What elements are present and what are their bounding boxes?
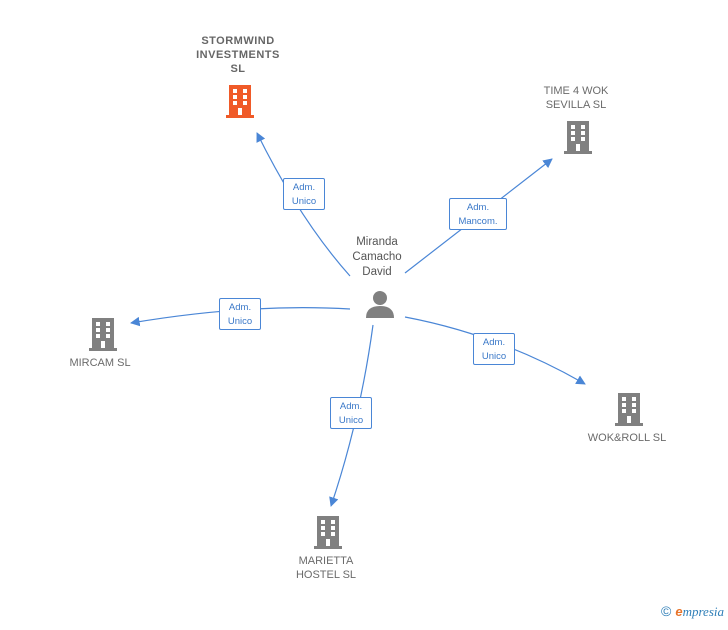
edge-label-line: Adm. xyxy=(482,337,506,348)
edge-label-line: Unico xyxy=(227,316,253,327)
edge-line-stormwind xyxy=(256,132,351,277)
edge-label-line: Unico xyxy=(291,196,317,207)
edge-label-line: Mancom. xyxy=(458,216,498,227)
label-line: MARIETTA xyxy=(298,555,354,567)
brand-e: e xyxy=(675,604,683,619)
building-icon-marietta xyxy=(314,516,342,549)
company-label-mircam[interactable]: MIRCAM SL xyxy=(50,356,150,370)
edge-label-line: Adm. xyxy=(339,401,363,412)
edge-label-line: Adm. xyxy=(292,182,316,193)
company-label-stormwind[interactable]: STORMWIND INVESTMENTS SL xyxy=(178,34,298,76)
label-line: SEVILLA SL xyxy=(545,99,607,111)
label-line: SL xyxy=(230,63,246,75)
label-line: David xyxy=(362,266,392,278)
label-line: Miranda xyxy=(356,236,398,248)
building-icon-time4wok xyxy=(564,121,592,154)
edge-label-time4wok: Adm. Mancom. xyxy=(449,198,507,230)
label-line: WOK&ROLL SL xyxy=(587,432,667,444)
company-label-wokroll[interactable]: WOK&ROLL SL xyxy=(572,431,682,445)
building-icon-stormwind xyxy=(226,85,254,118)
label-line: HOSTEL SL xyxy=(295,569,357,581)
label-line: Camacho xyxy=(352,251,402,263)
building-icon-wokroll xyxy=(615,393,643,426)
company-label-time4wok[interactable]: TIME 4 WOK SEVILLA SL xyxy=(526,84,626,112)
edge-label-stormwind: Adm. Unico xyxy=(283,178,325,210)
edge-label-line: Adm. xyxy=(466,202,490,213)
brand-name: mpresia xyxy=(682,604,724,619)
person-icon xyxy=(366,291,394,318)
person-label[interactable]: Miranda Camacho David xyxy=(337,235,417,280)
copyright-icon: © xyxy=(661,603,672,619)
edge-label-line: Adm. xyxy=(228,302,252,313)
edge-label-line: Unico xyxy=(338,415,364,426)
label-line: INVESTMENTS xyxy=(196,49,280,61)
label-line: TIME 4 WOK xyxy=(543,85,609,97)
edge-label-mircam: Adm. Unico xyxy=(219,298,261,330)
building-icon-mircam xyxy=(89,318,117,351)
empresia-logo[interactable]: ©empresia xyxy=(661,603,724,620)
company-label-marietta[interactable]: MARIETTA HOSTEL SL xyxy=(276,554,376,582)
edge-label-wokroll: Adm. Unico xyxy=(473,333,515,365)
label-line: STORMWIND xyxy=(201,35,275,47)
edge-label-line: Unico xyxy=(481,351,507,362)
edge-label-marietta: Adm. Unico xyxy=(330,397,372,429)
label-line: MIRCAM SL xyxy=(69,357,131,369)
